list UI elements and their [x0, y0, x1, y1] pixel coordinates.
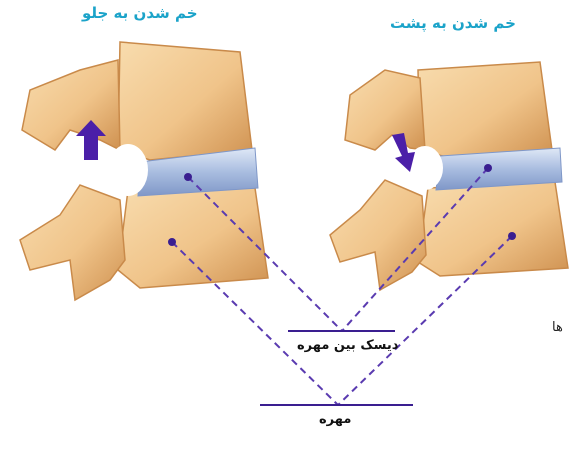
- disc-label: دیسک بین مهره: [297, 338, 398, 353]
- right-title: خم شدن به پشت: [390, 14, 516, 32]
- left-vertebrae-illustration: [20, 42, 268, 300]
- left-title: خم شدن به جلو: [82, 4, 198, 22]
- disc-marker-left: [184, 173, 192, 181]
- stray-text: ها: [552, 320, 563, 335]
- vertebra-label: مهره: [319, 412, 351, 427]
- disc-marker-right: [484, 164, 492, 172]
- right-vertebrae-illustration: [330, 62, 568, 290]
- vertebra-marker-left: [168, 238, 176, 246]
- vertebra-marker-right: [508, 232, 516, 240]
